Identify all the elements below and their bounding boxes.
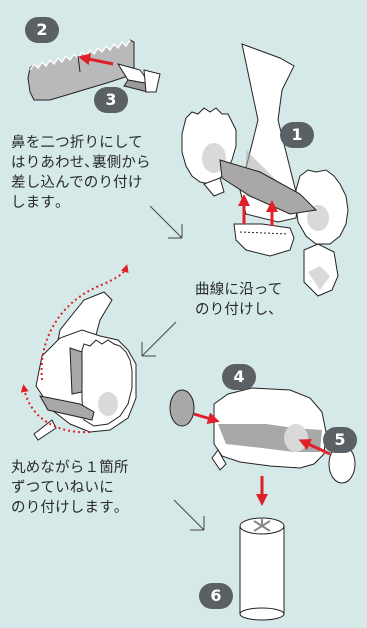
arrow-4	[193, 412, 220, 425]
assembled-head	[211, 387, 327, 471]
instruction-roll-line: 丸めながら１箇所	[11, 460, 129, 476]
jaw-piece	[233, 223, 295, 257]
step-badge-3: 3	[94, 87, 128, 113]
nose-strip	[219, 159, 318, 215]
instruction-roll-line: ずつていねいに	[11, 480, 114, 496]
ear-disk-4	[169, 389, 195, 427]
step-badge-6: 6	[199, 583, 233, 609]
instruction-roll-line: のり付けします｡	[11, 500, 122, 516]
side-cheek-piece	[303, 243, 339, 297]
pointer-arrow-1	[149, 205, 183, 239]
step-badge-4: 4	[222, 364, 256, 390]
step-badge-2: 2	[25, 17, 59, 43]
arrow-2	[78, 53, 114, 66]
instruction-roll: 丸めながら１箇所 ずつていねいに のり付けします｡	[11, 458, 129, 518]
instruction-nose-line: します｡	[11, 195, 63, 211]
curving-assembly	[33, 291, 137, 441]
instruction-nose-line: 差し込んでのり付け	[11, 175, 143, 191]
instruction-curve-line: のり付けし､	[195, 302, 276, 318]
dotted-curve-upper	[40, 264, 129, 381]
instruction-nose-line: はりあわせ､裏側から	[11, 155, 151, 171]
step-badge-5: 5	[323, 427, 357, 453]
step-badge-1: 1	[280, 122, 314, 148]
arrow-5	[298, 439, 331, 456]
instruction-nose: 鼻を二つ折りにして はりあわせ､裏側から 差し込んでのり付け します｡	[11, 133, 151, 213]
cylinder-stand	[239, 517, 285, 621]
pointer-arrow-3	[173, 499, 205, 531]
pointer-arrow-2	[141, 321, 177, 357]
right-ear-disk	[295, 169, 349, 245]
instruction-nose-line: 鼻を二つ折りにして	[11, 135, 143, 151]
instruction-curve-line: 曲線に沿って	[195, 282, 283, 298]
left-ear-disk	[181, 107, 237, 197]
instruction-curve: 曲線に沿って のり付けし､	[195, 280, 282, 320]
nose-tab-piece	[116, 63, 161, 93]
